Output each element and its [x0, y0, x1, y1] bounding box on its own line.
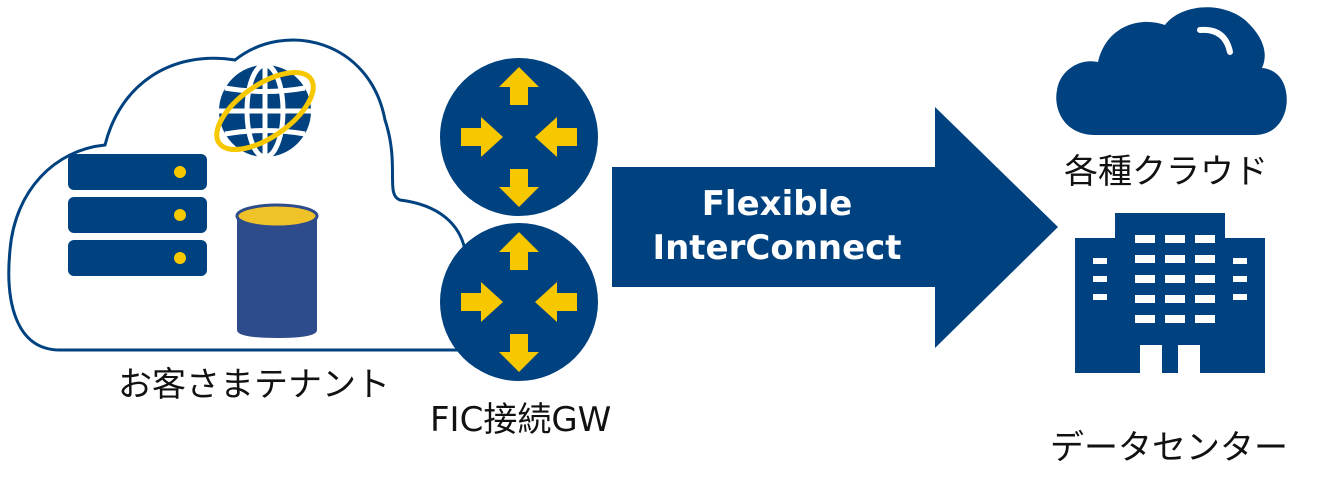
building-icon — [1075, 213, 1265, 373]
arrow-title-line1: Flexible — [701, 184, 853, 224]
interconnect-arrow — [612, 107, 1058, 348]
arrow-title: Flexible InterConnect — [612, 182, 942, 270]
datacenter-label: データセンター — [1050, 428, 1288, 468]
server-icon — [68, 154, 207, 276]
tenant-label: お客さまテナント — [118, 365, 390, 405]
globe-icon — [214, 62, 316, 160]
database-icon — [235, 203, 319, 338]
router-icon — [440, 223, 598, 381]
router-icon — [440, 58, 598, 216]
cloud-label: 各種クラウド — [1064, 152, 1268, 192]
cloud-icon — [1056, 7, 1287, 135]
gateway-label: FIC接続GW — [430, 400, 612, 440]
tenant-cloud-outline — [7, 38, 467, 352]
arrow-title-line2: InterConnect — [652, 228, 902, 268]
